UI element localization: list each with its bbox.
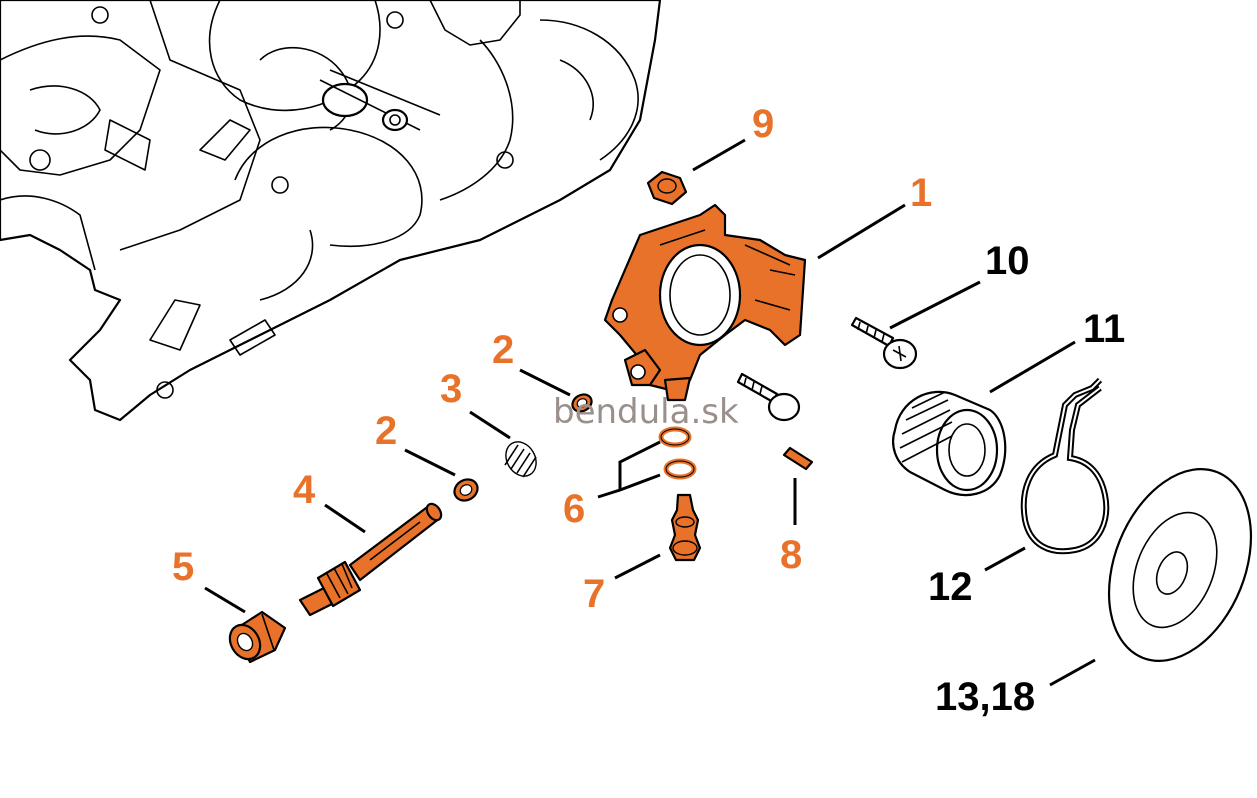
watermark: bendula.sk (553, 392, 739, 432)
callout-1: 1 (910, 171, 932, 215)
part-11-worm-gear (892, 390, 1007, 497)
part-13-18-disc (1107, 468, 1253, 662)
part-12-spring (1020, 377, 1110, 555)
callout-13-18: 13,18 (935, 675, 1035, 719)
part-2-ring-upper (571, 393, 593, 413)
part-5-plug (228, 610, 287, 664)
part-4-piston-shaft (298, 502, 443, 617)
callout-2-upper: 2 (492, 328, 514, 372)
callout-6: 6 (563, 487, 585, 531)
callout-3: 3 (440, 367, 462, 411)
part-9-bushing (646, 170, 688, 206)
part-1-oil-pump-housing (603, 203, 807, 402)
part-6-o-rings (658, 426, 697, 480)
callout-8: 8 (780, 533, 802, 577)
screw-lower (736, 372, 801, 422)
crankcase-housing (0, 0, 662, 422)
callout-12: 12 (928, 565, 973, 609)
callout-9: 9 (752, 102, 774, 146)
part-7-valve (668, 493, 702, 562)
callout-5: 5 (172, 545, 194, 589)
part-8-pin (782, 446, 814, 471)
part-10-screw (850, 316, 918, 370)
leader-lines (204, 138, 1096, 687)
callout-10: 10 (985, 239, 1030, 283)
part-2-ring-lower (453, 478, 479, 502)
callout-labels: 9 1 10 11 2 3 2 4 6 8 5 7 12 13,18 (172, 102, 1125, 719)
callout-4: 4 (293, 468, 316, 512)
callout-7: 7 (583, 572, 605, 616)
callout-11: 11 (1083, 307, 1125, 351)
callout-2-lower: 2 (375, 409, 397, 453)
part-3-spring (504, 441, 537, 478)
